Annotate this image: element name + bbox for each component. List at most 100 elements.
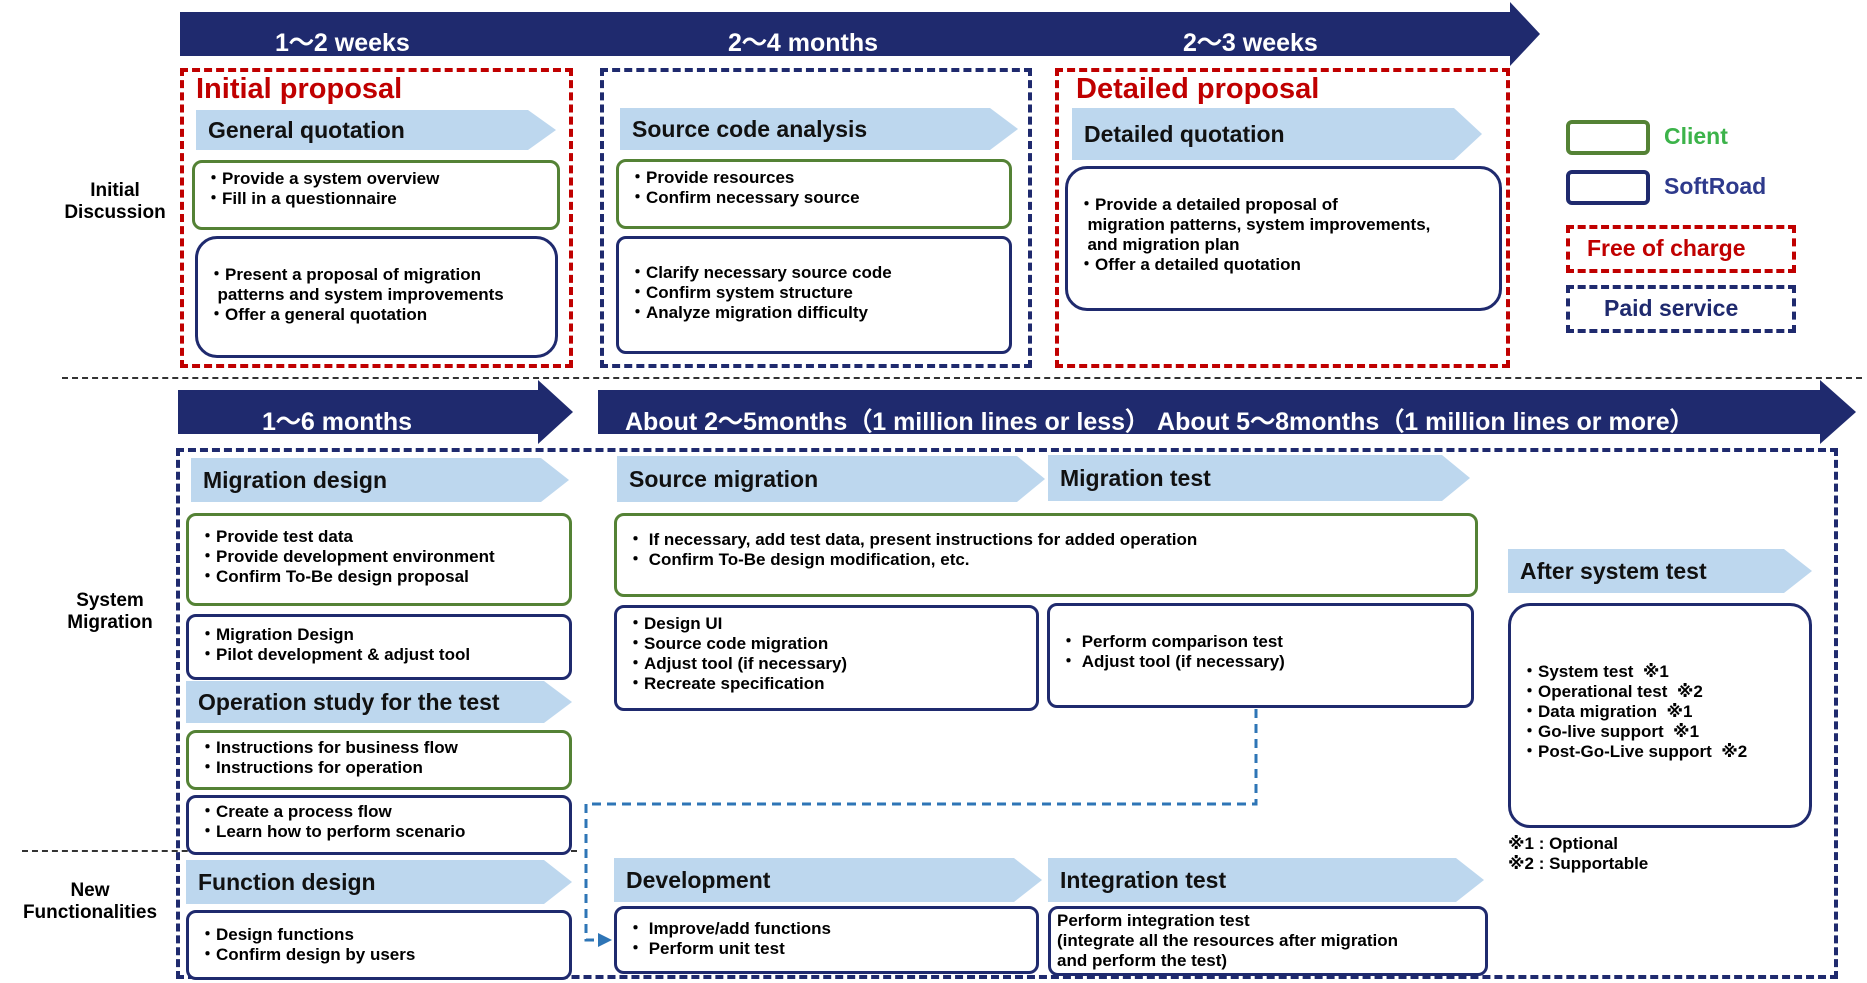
list-item: ・Instructions for operation: [199, 758, 423, 777]
legend-free-swatch: [1566, 225, 1796, 273]
legend-client-swatch: [1566, 120, 1650, 155]
legend-paid-label: Paid service: [1604, 295, 1739, 321]
list-item: ・Adjust tool (if necessary): [627, 654, 848, 673]
stage-general-quotation: General quotation: [196, 110, 556, 150]
list-item: ・Design functions: [199, 925, 354, 944]
list-item: ・Present a proposal of migration: [208, 265, 481, 284]
list-item: ・Clarify necessary source code: [629, 263, 892, 282]
side-label-line: Functionalities: [22, 902, 158, 923]
stage-function-design: Function design: [186, 860, 572, 904]
section-separator-top: [62, 377, 1862, 379]
list-item: patterns and system improvements: [208, 285, 504, 304]
list-item: ・Operational test ※2: [1521, 682, 1703, 701]
list-item: (integrate all the resources after migra…: [1057, 931, 1399, 950]
list-item: ・Pilot development & adjust tool: [199, 645, 471, 664]
list-item: ・Learn how to perform scenario: [199, 822, 466, 841]
softroad-box-operation-study: ・Create a process flow ・Learn how to per…: [186, 795, 572, 855]
list-item: ・Provide development environment: [199, 547, 495, 566]
stage-detailed-quotation: Detailed quotation: [1072, 108, 1482, 160]
list-item: ・Instructions for business flow: [199, 738, 458, 757]
stage-development: Development: [614, 858, 1042, 902]
top-banner-phase2: 2～4 months: [728, 29, 879, 57]
list-item: ・Provide a detailed proposal of: [1078, 195, 1338, 214]
stage-after-system-test: After system test: [1508, 549, 1812, 593]
initial-proposal-frame: [180, 68, 573, 368]
footnote-optional: ※1 : Optional: [1508, 834, 1619, 853]
bottom-banner-phase2: About 2～5months（1 million lines or less）…: [625, 408, 1695, 436]
top-banner-phase1: 1～2 weeks: [275, 29, 410, 57]
softroad-box-after-system-test: ・System test ※1 ・Operational test ※2 ・Da…: [1508, 603, 1812, 828]
list-item: ・Provide test data: [199, 527, 353, 546]
side-label-line: System: [76, 590, 144, 611]
side-label-initial-discussion: Initial Discussion: [40, 180, 190, 224]
list-item: migration patterns, system improvements,: [1078, 215, 1431, 234]
softroad-box-development: ・ Improve/add functions ・ Perform unit t…: [614, 906, 1039, 974]
list-item: ・Confirm To-Be design proposal: [199, 567, 469, 586]
side-label-system-migration: System Migration: [30, 590, 190, 634]
list-item: and migration plan: [1078, 235, 1240, 254]
stage-migration-design: Migration design: [191, 458, 569, 502]
list-item: and perform the test): [1057, 951, 1228, 970]
system-migration-frame: [176, 448, 1838, 979]
list-item: ・ Perform unit test: [627, 939, 785, 958]
footnote-supportable: ※2 : Supportable: [1508, 854, 1649, 873]
client-box-migration-design: ・Provide test data ・Provide development …: [186, 513, 572, 606]
list-item: ・Data migration ※1: [1521, 702, 1693, 721]
side-label-new-functionalities: New Functionalities: [5, 880, 175, 924]
stage-source-code-analysis: Source code analysis: [620, 108, 1018, 150]
softroad-box-migration-design: ・Migration Design ・Pilot development & a…: [186, 614, 572, 680]
list-item: ・Confirm design by users: [199, 945, 416, 964]
client-box-initial-proposal: ・Provide a system overview ・Fill in a qu…: [192, 160, 560, 230]
initial-proposal-title: Initial proposal: [196, 73, 403, 105]
bottom-banner-phase1: 1～6 months: [262, 408, 413, 436]
list-item: ・ Adjust tool (if necessary): [1060, 652, 1285, 671]
list-item: Perform integration test: [1057, 911, 1250, 930]
list-item: ・Confirm necessary source: [629, 188, 860, 207]
stage-source-migration: Source migration: [617, 456, 1045, 502]
legend-softroad-swatch: [1566, 170, 1650, 205]
softroad-box-function-design: ・Design functions ・Confirm design by use…: [186, 910, 572, 980]
list-item: ・Provide a system overview: [205, 169, 440, 188]
softroad-box-source-analysis: ・Clarify necessary source code ・Confirm …: [616, 236, 1012, 354]
list-item: ・Recreate specification: [627, 674, 825, 693]
softroad-box-initial-proposal: ・Present a proposal of migration pattern…: [195, 236, 558, 358]
list-item: ・Analyze migration difficulty: [629, 303, 868, 322]
softroad-box-integration-test: Perform integration test (integrate all …: [1048, 906, 1488, 976]
legend-free-label: Free of charge: [1587, 235, 1746, 261]
list-item: ・Design UI: [627, 614, 723, 633]
stage-integration-test: Integration test: [1048, 858, 1484, 902]
legend-paid-swatch: [1566, 285, 1796, 333]
list-item: ・Confirm system structure: [629, 283, 853, 302]
top-banner-phase3: 2～3 weeks: [1183, 29, 1318, 57]
legend-softroad-label: SoftRoad: [1664, 173, 1767, 199]
list-item: ・ Improve/add functions: [627, 919, 832, 938]
list-item: ・System test ※1: [1521, 662, 1669, 681]
list-item: ・Source code migration: [627, 634, 829, 653]
softroad-box-source-migration: ・Design UI ・Source code migration ・Adjus…: [614, 605, 1039, 711]
softroad-box-detailed-proposal: ・Provide a detailed proposal of migratio…: [1065, 166, 1502, 311]
list-item: ・ Perform comparison test: [1060, 632, 1283, 651]
stage-migration-test: Migration test: [1048, 455, 1470, 501]
client-box-source-analysis: ・Provide resources ・Confirm necessary so…: [616, 159, 1012, 229]
side-label-line: Initial: [90, 180, 140, 201]
list-item: ・Migration Design: [199, 625, 354, 644]
list-item: ・Offer a general quotation: [208, 305, 428, 324]
bottom-timeline-arrow-2: [598, 380, 1856, 444]
list-item: ・Go-live support ※1: [1521, 722, 1700, 741]
client-box-operation-study: ・Instructions for business flow ・Instruc…: [186, 730, 572, 790]
source-analysis-frame: [600, 68, 1032, 368]
stage-operation-study: Operation study for the test: [186, 681, 572, 723]
detailed-proposal-title: Detailed proposal: [1076, 73, 1320, 105]
side-label-line: Discussion: [64, 202, 166, 223]
softroad-box-migration-test: ・ Perform comparison test ・ Adjust tool …: [1047, 603, 1474, 708]
list-item: ・Provide resources: [629, 168, 795, 187]
list-item: ・ Confirm To-Be design modification, etc…: [627, 550, 970, 569]
list-item: ・Offer a detailed quotation: [1078, 255, 1301, 274]
list-item: ・Create a process flow: [199, 802, 392, 821]
detailed-proposal-frame: [1055, 68, 1510, 368]
list-item: ・ If necessary, add test data, present i…: [627, 530, 1198, 549]
list-item: ・Post-Go-Live support ※2: [1521, 742, 1748, 761]
legend-client-label: Client: [1664, 123, 1728, 149]
client-box-source-migration: ・ If necessary, add test data, present i…: [614, 513, 1478, 597]
side-label-line: Migration: [67, 612, 153, 633]
